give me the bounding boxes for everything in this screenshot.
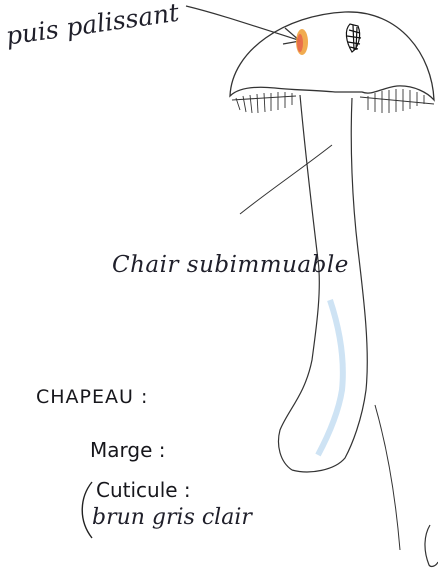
cap-dark-scribble	[346, 24, 361, 52]
gills-right	[368, 89, 424, 113]
annotation-arrow	[186, 6, 298, 40]
margin-label: Marge :	[90, 438, 165, 462]
stem-left-edge	[279, 95, 320, 470]
cuticle-pointer-line	[375, 405, 400, 550]
cap-heading: CHAPEAU :	[36, 386, 148, 408]
cuticle-bracket	[82, 482, 92, 538]
cuticle-label: Cuticule :	[96, 478, 191, 502]
gills-left	[236, 92, 292, 113]
stem-right-edge	[292, 98, 367, 472]
cap-outline	[230, 12, 434, 100]
cap-red-spot	[297, 34, 303, 52]
flesh-handwritten-note: Chair subimmuable	[112, 252, 349, 278]
stem-blue-shade	[318, 300, 343, 455]
cuticle-color-note: brun gris clair	[92, 505, 252, 530]
gill-line	[232, 96, 434, 104]
cutoff-handwriting	[425, 525, 438, 566]
flesh-pointer-line	[240, 145, 332, 214]
